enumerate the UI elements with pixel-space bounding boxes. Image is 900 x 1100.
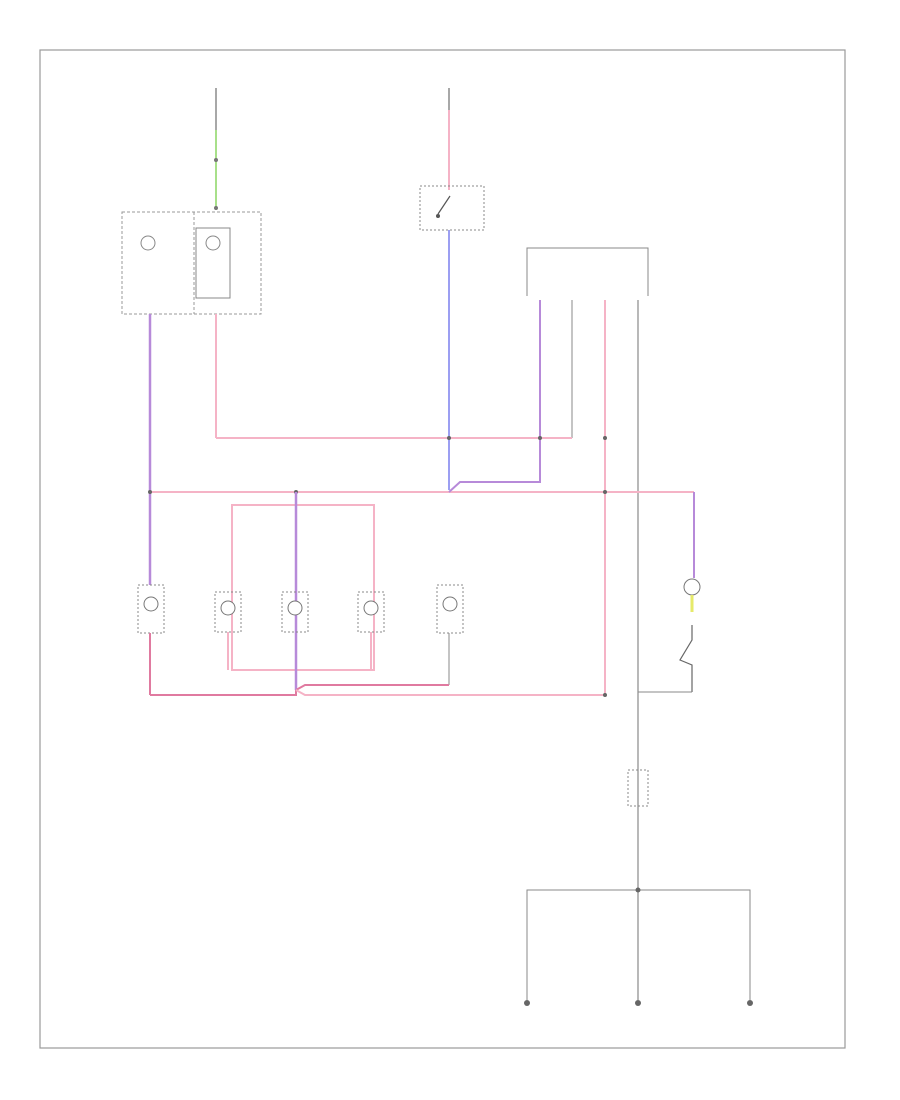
lamp-2-icon [220, 600, 236, 616]
feed-left [214, 88, 218, 210]
ground-3-icon [747, 1000, 753, 1006]
lamp-4-icon [363, 600, 379, 616]
ground-1-icon [524, 1000, 530, 1006]
lamp-5 [436, 584, 464, 634]
ground-1 [524, 1000, 530, 1006]
feed-mid [419, 88, 485, 490]
return-line-3 [295, 689, 605, 696]
door-switch [638, 625, 693, 693]
module-lamp-icon [205, 235, 221, 251]
diagram-frame [39, 49, 846, 1049]
ground-2-icon [635, 1000, 641, 1006]
lamp-3-icon [287, 600, 303, 616]
return-line-2 [295, 684, 449, 691]
lamp-3 [281, 591, 309, 633]
lamp-1 [137, 584, 165, 634]
illumination-module [526, 247, 649, 296]
ground-2 [635, 1000, 641, 1006]
lighting-switch-contact [437, 195, 451, 215]
dimmer-module [121, 211, 262, 315]
lamp-6-icon [683, 578, 701, 596]
return-line-1 [150, 690, 297, 696]
module-dimmer-icon [140, 235, 156, 251]
lamp-1-icon [143, 596, 159, 612]
door-lamp [683, 492, 701, 612]
lamp-4 [357, 591, 385, 633]
lamp-2 [214, 591, 242, 633]
lamp-5-icon [442, 596, 458, 612]
splice-connector [627, 769, 649, 807]
ground-3 [747, 1000, 753, 1006]
lamp-loop [231, 504, 375, 671]
